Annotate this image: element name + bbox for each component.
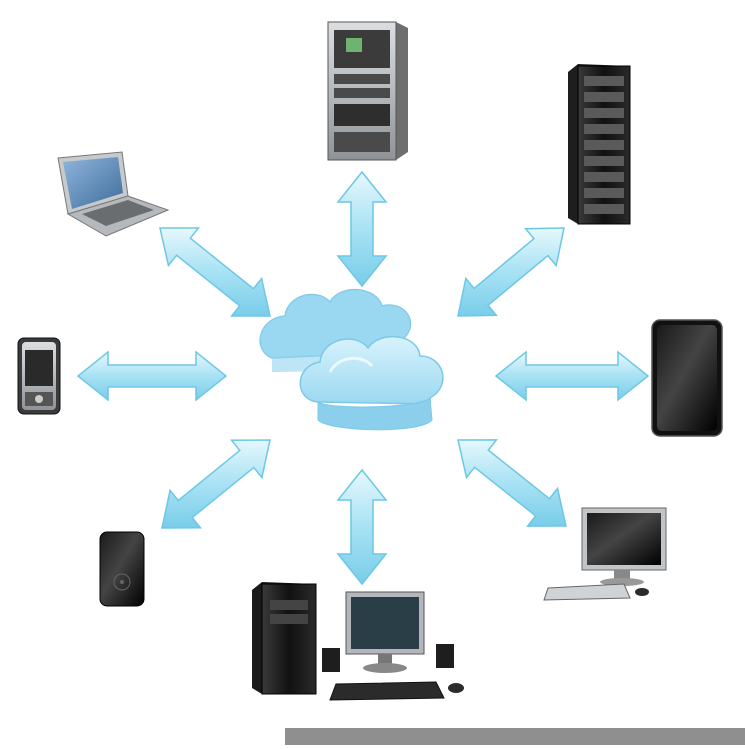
laptop-icon (57, 151, 170, 237)
arrow-cloud-server-rack (457, 227, 565, 317)
desktop-pc-icon (252, 582, 464, 701)
arrow-cloud-media-player (161, 439, 271, 529)
arrow-cloud-mobile-phone (76, 350, 228, 402)
arrow-cloud-desktop-pc (336, 468, 388, 586)
connection-arrows (76, 170, 650, 586)
tablet-icon (651, 319, 723, 437)
server-rack-icon (568, 64, 631, 225)
arrow-cloud-monitor-keyboard (457, 439, 567, 527)
media-player-icon (99, 531, 145, 607)
arrow-cloud-laptop (159, 227, 271, 317)
mobile-phone-icon (17, 337, 61, 415)
cloud-icon (259, 288, 444, 431)
monitor-keyboard-icon (543, 507, 667, 601)
arrow-cloud-tablet (494, 350, 650, 402)
server-tower-icon (327, 21, 408, 161)
bottom-strip (285, 728, 745, 745)
arrow-cloud-server-tower (336, 170, 388, 288)
